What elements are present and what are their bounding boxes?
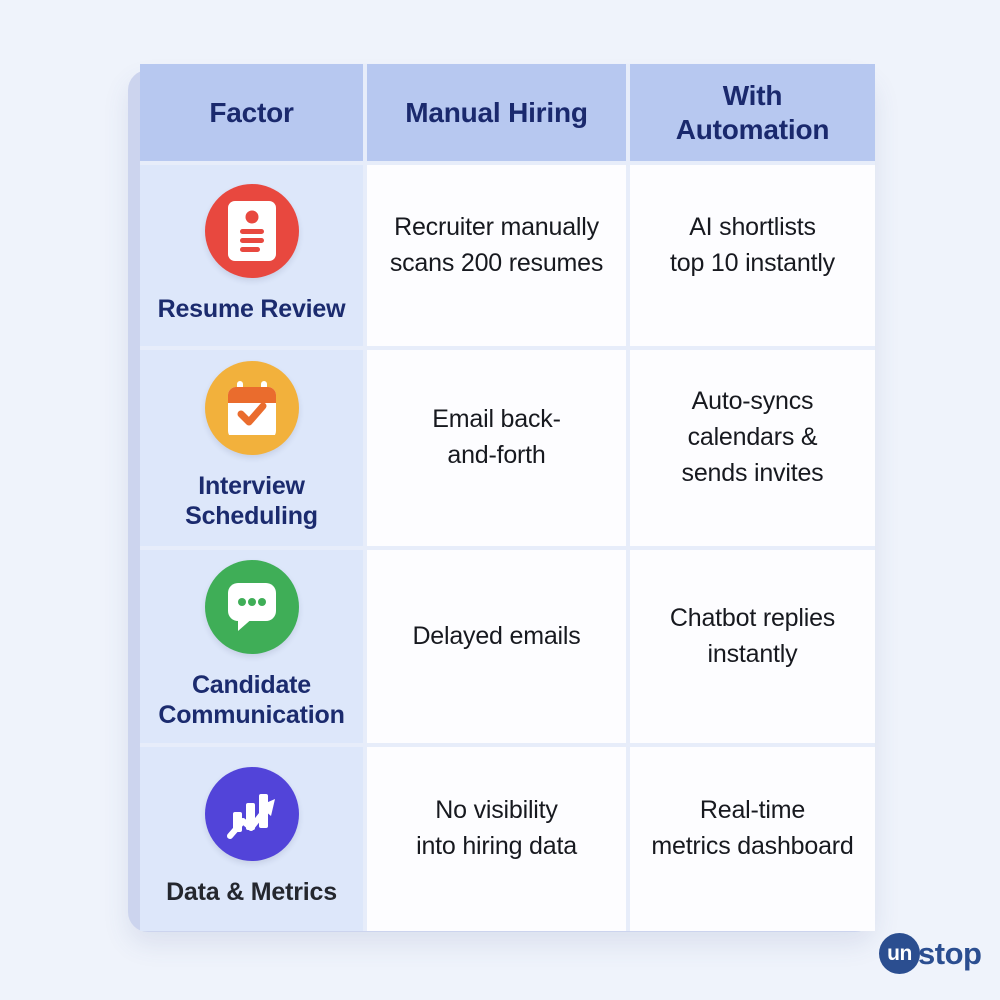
chart-icon [204,767,299,861]
column-header-with-automation-label: With Automation [675,79,830,145]
unstop-logo-circle: un [879,933,920,974]
column-header-with-automation: With Automation [630,64,875,161]
calendar-icon [204,361,299,455]
factor-label: Data & Metrics [166,878,337,906]
factor-label: Resume Review [157,294,346,323]
manual-cell-data-metrics: No visibility into hiring data [367,747,626,931]
automation-cell-interview-scheduling: Auto-syncs calendars & sends invites [630,350,875,546]
factor-cell-interview-scheduling: Interview Scheduling [140,350,363,546]
factor-label: Interview Scheduling [185,472,318,530]
column-header-factor: Factor [140,64,363,161]
manual-cell-resume-review: Recruiter manually scans 200 resumes [367,165,626,346]
column-header-factor-label: Factor [209,96,294,128]
manual-cell-interview-scheduling: Email back- and-forth [367,350,626,546]
factor-cell-data-metrics: Data & Metrics [140,747,363,931]
column-header-manual-hiring-label: Manual Hiring [405,96,588,128]
comparison-table: Factor Manual Hiring With Automation Res… [140,64,875,931]
automation-cell-data-metrics: Real-time metrics dashboard [630,747,875,931]
manual-cell-candidate-communication: Delayed emails [367,550,626,743]
automation-cell-resume-review: AI shortlists top 10 instantly [630,165,875,346]
resume-icon [204,183,299,278]
automation-cell-candidate-communication: Chatbot replies instantly [630,550,875,743]
chat-icon [204,559,299,654]
factor-cell-candidate-communication: Candidate Communication [140,550,363,743]
unstop-logo-text: stop [918,935,982,971]
column-header-manual-hiring: Manual Hiring [367,64,626,161]
unstop-logo: un stop [879,933,982,974]
factor-label: Candidate Communication [158,670,345,729]
factor-cell-resume-review: Resume Review [140,165,363,346]
